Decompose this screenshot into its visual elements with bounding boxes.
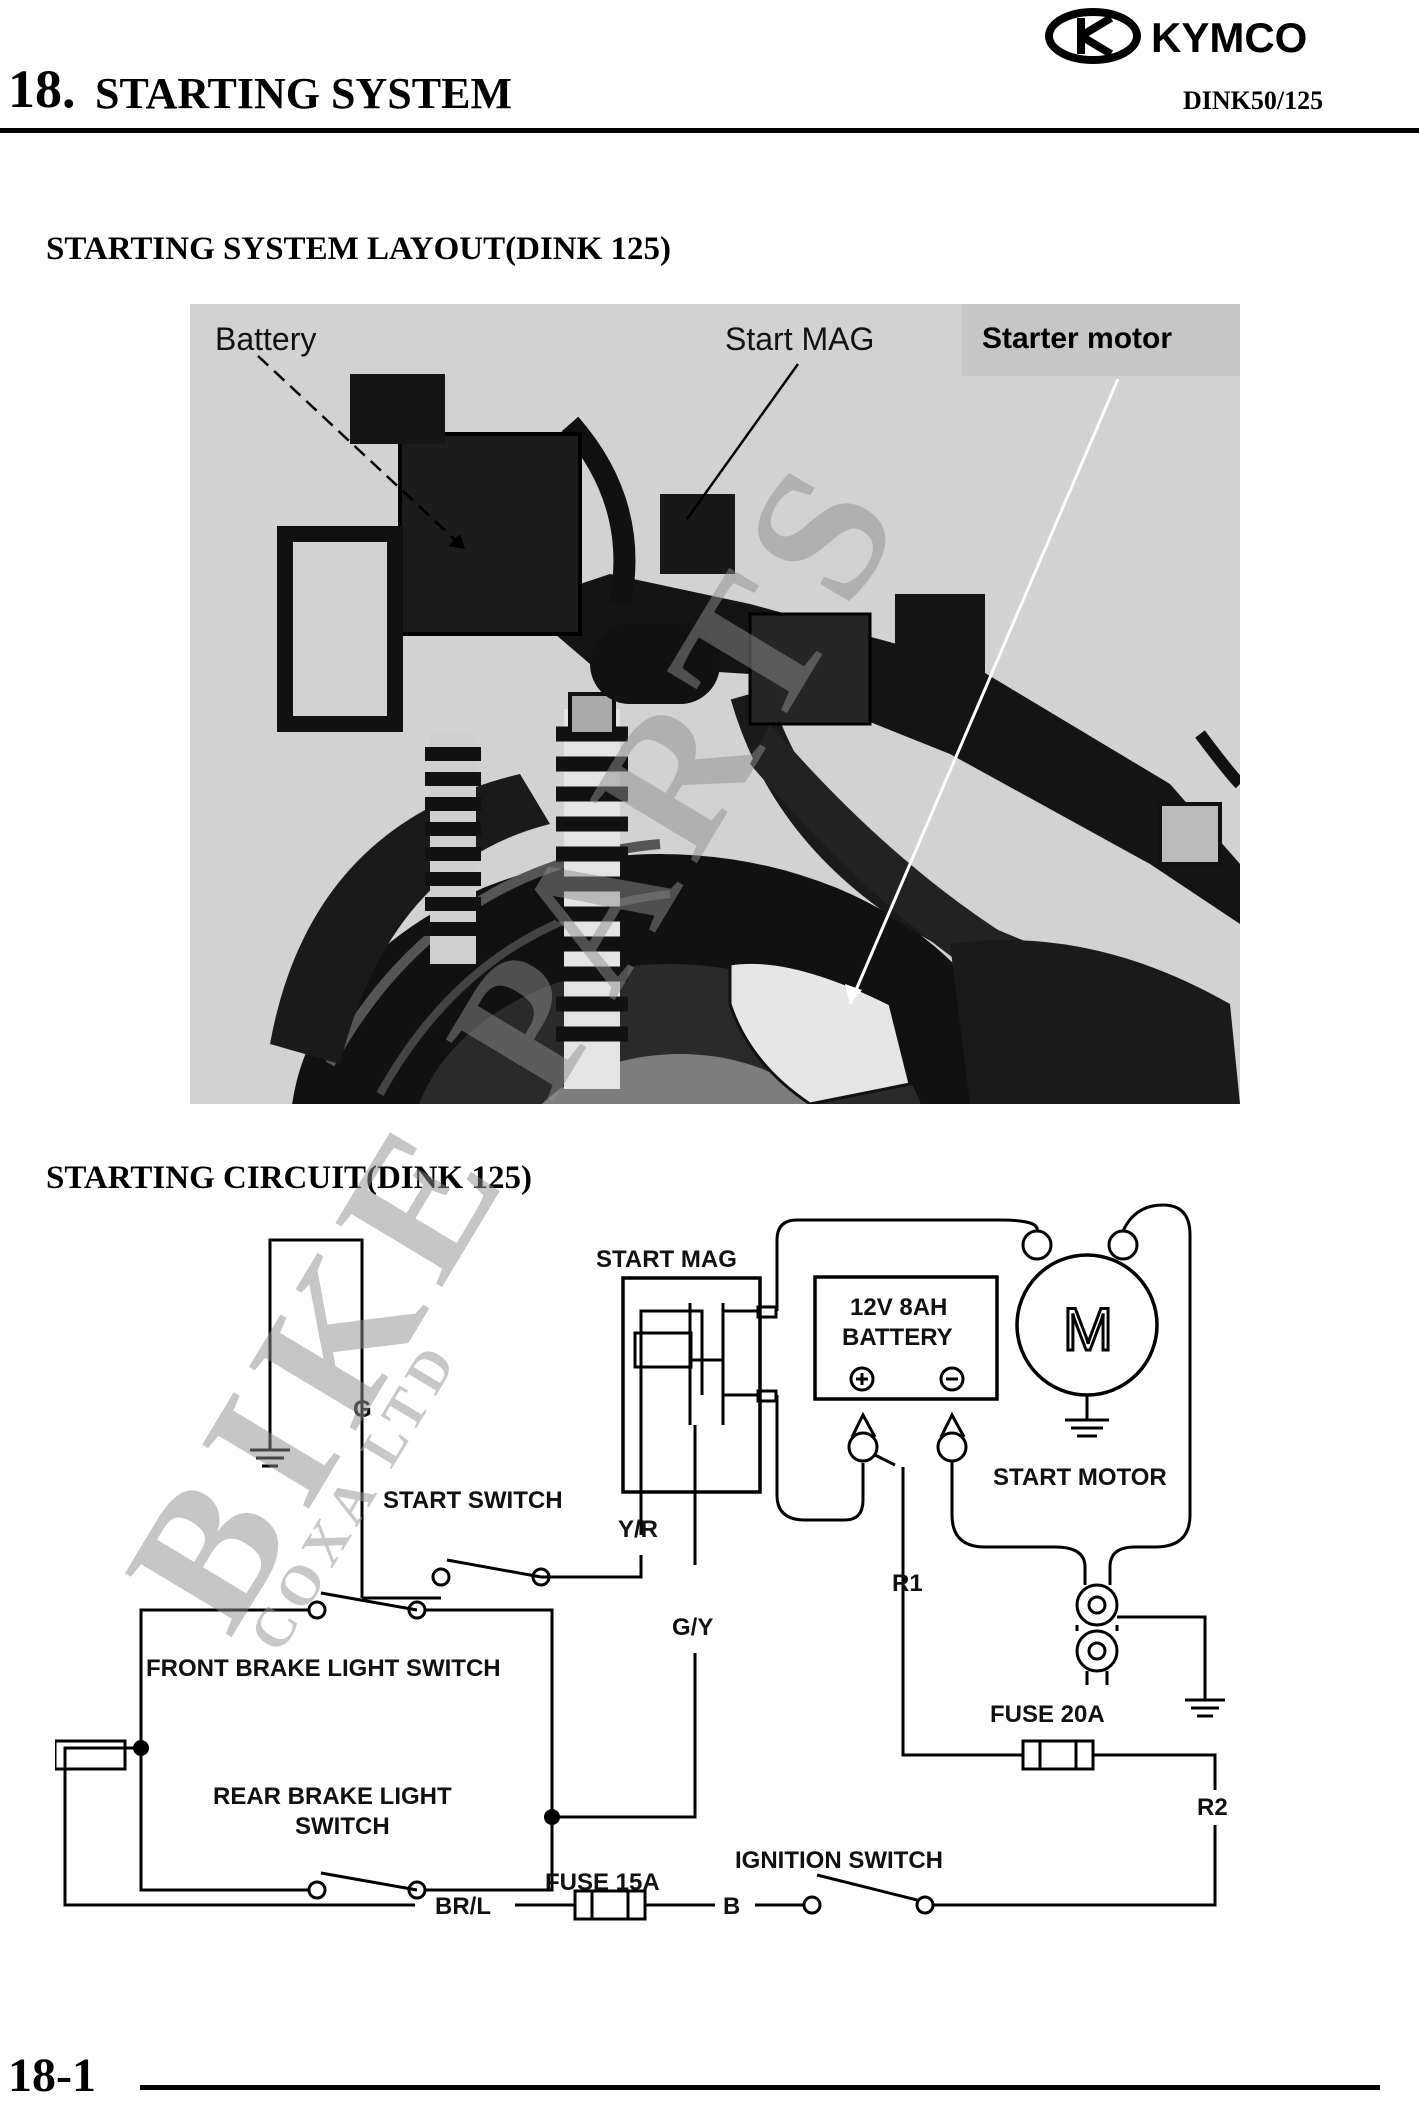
rear-fender: [270, 774, 550, 1064]
kymco-logo-emblem: [1045, 8, 1141, 64]
circuit-label-g: G: [353, 1396, 372, 1423]
circuit-label-battery-line1: 12V 8AH: [850, 1294, 947, 1321]
circuit-label-gy: G/Y: [672, 1614, 713, 1641]
ground-symbol-left: [250, 1440, 290, 1468]
starting-circuit-diagram: START MAG 12V 8AH BATTERY M START MOTOR …: [55, 1203, 1228, 1921]
starter-motor-leader-line: [848, 378, 1120, 1005]
chapter-title: STARTING SYSTEM: [95, 69, 512, 118]
photo-label-battery: Battery: [215, 321, 316, 357]
kymco-logo: KYMCO: [1045, 8, 1307, 64]
circuit-label-start-switch: START SWITCH: [383, 1487, 563, 1514]
fuse-15a: [515, 1889, 715, 1921]
starting-system-layout-photo: Battery Start MAG Starter motor: [190, 304, 1240, 1104]
circuit-label-b: B: [723, 1893, 740, 1920]
footer-rule: [140, 2085, 1380, 2090]
starter-motor-label-box: [962, 304, 1240, 376]
battery-leader-line: [257, 355, 466, 550]
circuit-label-yr: Y/R: [618, 1516, 658, 1543]
front-brake-light-switch: [139, 1591, 554, 1817]
brand-name: KYMCO: [1151, 14, 1307, 61]
ground-connector: [1075, 1583, 1225, 1718]
circuit-label-rear-brake-switch-line2: SWITCH: [295, 1813, 390, 1840]
circuit-label-front-brake-switch: FRONT BRAKE LIGHT SWITCH: [146, 1655, 501, 1682]
start-mag-leader-line: [685, 363, 800, 520]
circuit-section-title: STARTING CIRCUIT(DINK 125): [46, 1160, 532, 1196]
circuit-label-start-motor: START MOTOR: [993, 1464, 1167, 1491]
regulator: [748, 612, 872, 726]
layout-section-title: STARTING SYSTEM LAYOUT(DINK 125): [46, 231, 672, 267]
circuit-label-motor: M: [1063, 1296, 1113, 1363]
circuit-label-fuse-15a: FUSE 15A: [545, 1869, 660, 1896]
rear-brake-light-switch: [139, 1748, 554, 1900]
circuit-label-battery-line2: BATTERY: [842, 1324, 953, 1351]
circuit-label-r2: R2: [1197, 1794, 1228, 1821]
start-switch: [362, 1555, 643, 1600]
circuit-label-ignition-switch: IGNITION SWITCH: [735, 1847, 943, 1874]
start-mag-relay-symbol: [621, 1276, 778, 1535]
battery-symbol: [813, 1275, 999, 1467]
model-name: DINK50/125: [1183, 86, 1324, 115]
fuse-20a: [55, 1739, 1217, 1790]
photo-label-start-mag: Start MAG: [725, 321, 874, 357]
chapter-number: 18.: [8, 59, 76, 119]
circuit-label-rear-brake-switch-line1: REAR BRAKE LIGHT: [213, 1783, 452, 1810]
circuit-label-r1: R1: [892, 1570, 923, 1597]
circuit-label-brl: BR/L: [435, 1893, 491, 1920]
kymco-logo-k-mark: [1077, 14, 1114, 58]
start-mag-relay: [660, 494, 735, 574]
rear-shock-absorber-left: [425, 734, 481, 964]
page-number: 18-1: [8, 2049, 96, 2102]
circuit-label-start-mag: START MAG: [596, 1246, 737, 1273]
battery-box: [398, 432, 582, 636]
header-rule: [0, 128, 1419, 133]
photo-label-starter-motor: Starter motor: [982, 322, 1172, 355]
rear-shock-absorber-right: [556, 692, 628, 1089]
ignition-switch: [755, 1873, 935, 1915]
circuit-label-fuse-20a: FUSE 20A: [990, 1701, 1105, 1728]
starter-motor-symbol: [999, 1203, 1192, 1549]
